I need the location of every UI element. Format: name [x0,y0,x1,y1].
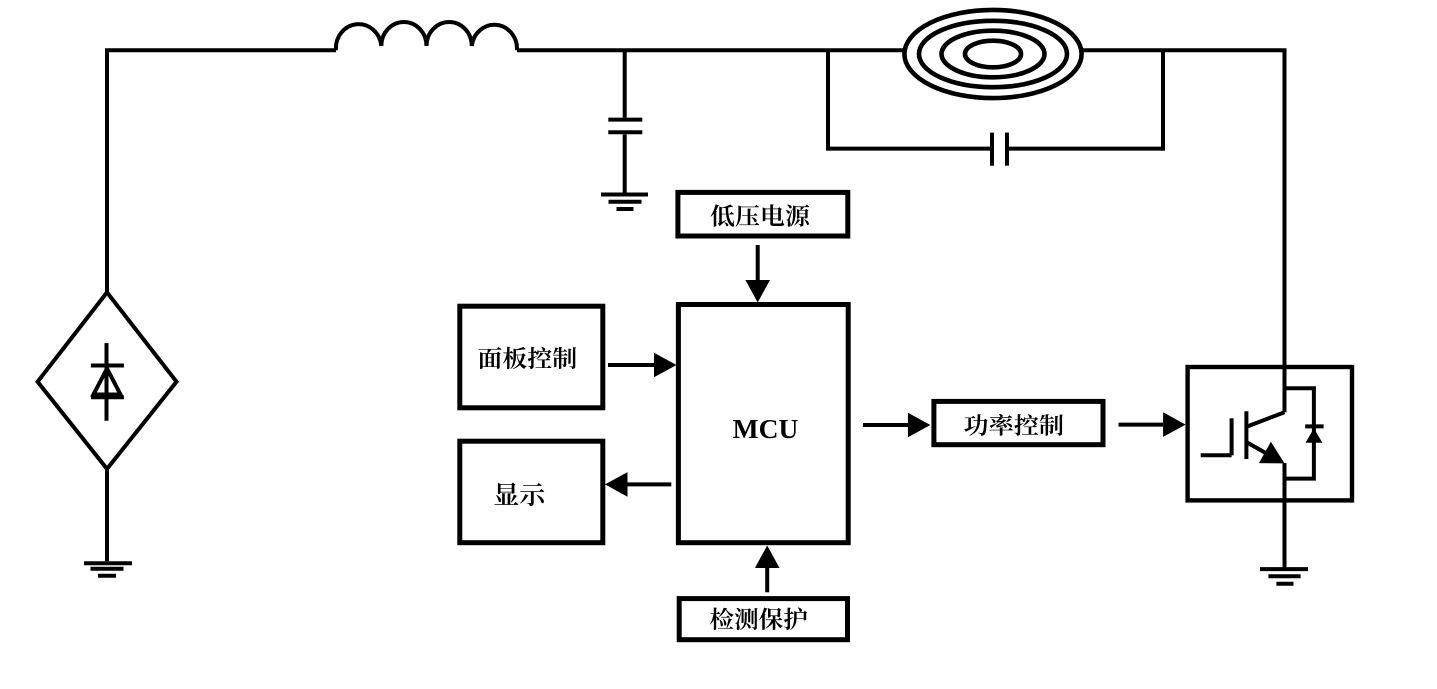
svg-text:MCU: MCU [733,413,799,444]
